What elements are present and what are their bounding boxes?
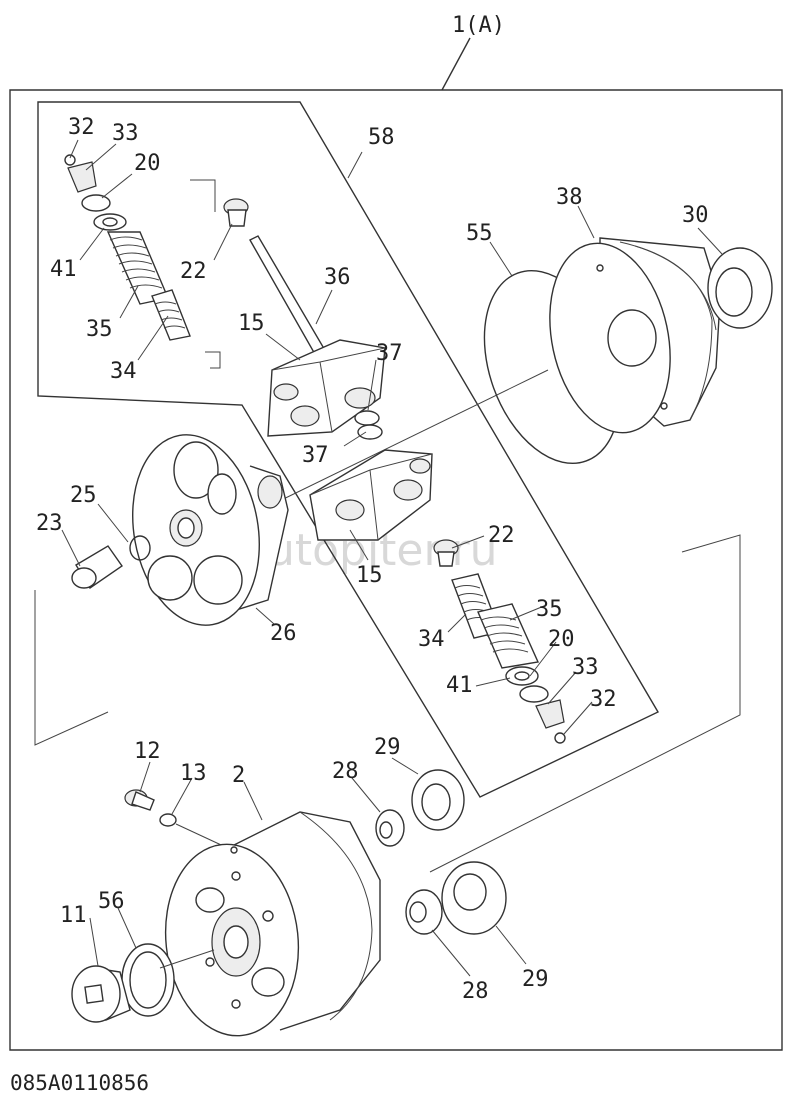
callout-28-lower: 28 bbox=[462, 979, 489, 1004]
callout-41-upper: 41 bbox=[50, 257, 77, 282]
callout-25: 25 bbox=[70, 483, 97, 508]
plug-axis-line bbox=[159, 949, 215, 969]
callout-12: 12 bbox=[134, 739, 161, 764]
callout-33-lower: 33 bbox=[572, 655, 599, 680]
callout-30: 30 bbox=[682, 203, 709, 228]
callout-2: 2 bbox=[232, 763, 245, 788]
o-ring-56 bbox=[121, 943, 175, 1017]
axis-line-upper bbox=[264, 369, 549, 509]
callout-13: 13 bbox=[180, 761, 207, 786]
assembly-leader bbox=[441, 37, 471, 91]
valve-block-lower bbox=[309, 449, 433, 541]
assembly-label: 1(A) bbox=[452, 13, 505, 38]
callout-22-lower: 22 bbox=[488, 523, 515, 548]
callout-56: 56 bbox=[98, 889, 125, 914]
bracket-right bbox=[429, 534, 741, 873]
pump-cover-26 bbox=[132, 434, 289, 626]
callout-34-upper: 34 bbox=[110, 359, 137, 384]
callout-35-upper: 35 bbox=[86, 317, 113, 342]
callout-22-upper: 22 bbox=[180, 259, 207, 284]
callout-36: 36 bbox=[324, 265, 351, 290]
callout-15-upper: 15 bbox=[238, 311, 265, 336]
bracket-lower-left bbox=[205, 351, 221, 369]
callout-20-lower: 20 bbox=[548, 627, 575, 652]
callout-23: 23 bbox=[36, 511, 63, 536]
pump-body-2 bbox=[164, 811, 381, 1037]
bearing-28-upper bbox=[375, 809, 405, 847]
valve-subassembly-outline bbox=[37, 101, 659, 798]
callout-32-lower: 32 bbox=[590, 687, 617, 712]
washer-13 bbox=[159, 813, 177, 827]
callout-38: 38 bbox=[556, 185, 583, 210]
callout-leaders bbox=[61, 139, 723, 977]
cover-38 bbox=[549, 237, 721, 434]
callout-11: 11 bbox=[60, 903, 87, 928]
valve-block-upper bbox=[267, 339, 386, 440]
callout-34-lower: 34 bbox=[418, 627, 445, 652]
spring-stack-lower bbox=[433, 539, 566, 744]
bolt-12 bbox=[124, 789, 155, 811]
plug-11 bbox=[71, 965, 131, 1023]
callout-33-upper: 33 bbox=[112, 121, 139, 146]
bracket-upper-left bbox=[190, 179, 216, 212]
callout-35-lower: 35 bbox=[536, 597, 563, 622]
callout-55: 55 bbox=[466, 221, 493, 246]
bearing-29-lower bbox=[441, 861, 507, 935]
spring-stack-upper bbox=[64, 154, 191, 341]
callout-41-lower: 41 bbox=[446, 673, 473, 698]
callout-37-upper: 37 bbox=[376, 341, 403, 366]
drawing-code: 085A0110856 bbox=[10, 1071, 149, 1095]
callout-58: 58 bbox=[368, 125, 395, 150]
bearing-29-upper bbox=[411, 769, 465, 831]
callout-29-upper: 29 bbox=[374, 735, 401, 760]
pin-and-rod-upper bbox=[223, 198, 328, 357]
seal-30 bbox=[707, 247, 773, 329]
fitting-23 bbox=[71, 545, 123, 589]
callout-37-lower: 37 bbox=[302, 443, 329, 468]
callout-29-lower: 29 bbox=[522, 967, 549, 992]
callout-20-upper: 20 bbox=[134, 151, 161, 176]
assembly-frame bbox=[9, 89, 783, 1051]
callout-labels: 1(A) 32 33 20 41 35 34 22 36 15 37 37 58… bbox=[36, 13, 709, 1004]
callout-32-upper: 32 bbox=[68, 115, 95, 140]
callout-15-lower: 15 bbox=[356, 563, 383, 588]
callout-28-upper: 28 bbox=[332, 759, 359, 784]
snap-ring-25 bbox=[129, 535, 151, 561]
callout-26: 26 bbox=[270, 621, 297, 646]
bracket-left-mid bbox=[34, 590, 109, 746]
bearing-28-lower bbox=[405, 889, 443, 935]
